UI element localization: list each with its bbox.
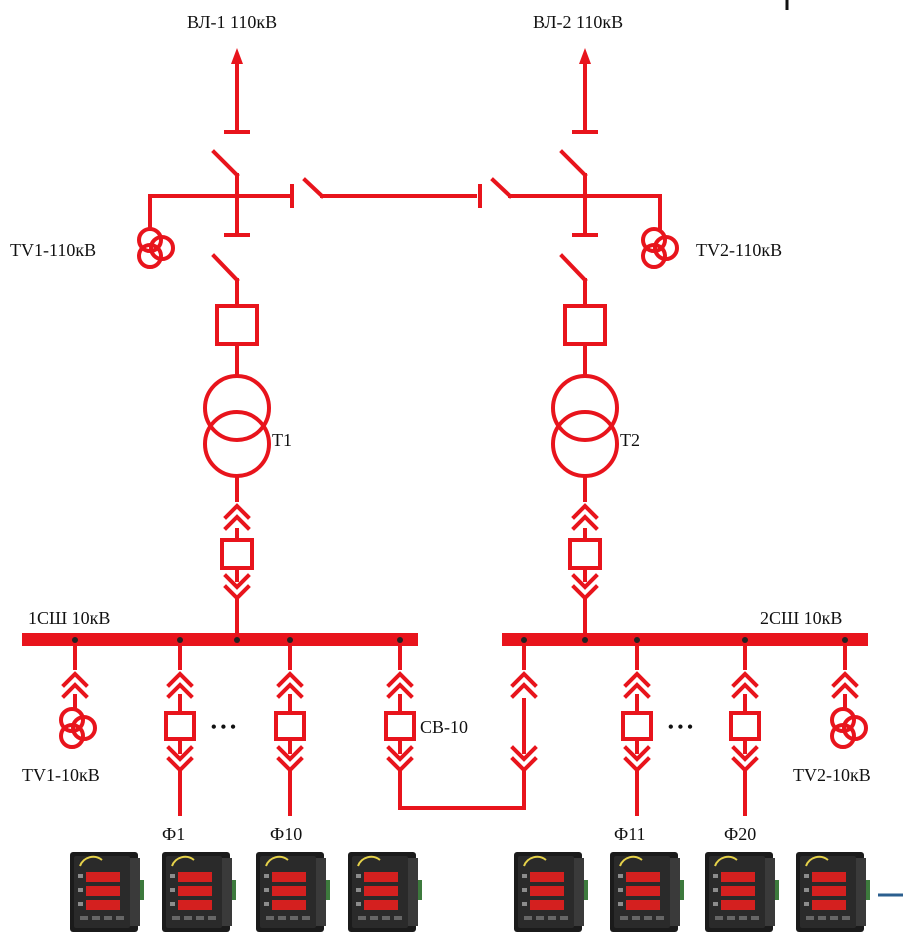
ellipsis-right: • • • bbox=[668, 719, 693, 736]
label-f10: Ф10 bbox=[270, 824, 302, 844]
meter-6 bbox=[609, 851, 685, 932]
feeder-f1 bbox=[164, 644, 196, 816]
label-vl1: ВЛ-1 110кВ bbox=[187, 12, 277, 32]
feed-t1 bbox=[203, 233, 271, 638]
busbar-1 bbox=[22, 633, 418, 646]
sectional-breaker-sv10 bbox=[384, 644, 537, 810]
label-sv10: СВ-10 bbox=[420, 717, 468, 737]
label-tv2-10: TV2-10кВ bbox=[793, 765, 871, 785]
meter-2 bbox=[161, 851, 237, 932]
meter-1 bbox=[69, 851, 145, 932]
disconnector-vl1 bbox=[211, 149, 240, 237]
line-vl1 bbox=[224, 48, 250, 134]
busbar-2 bbox=[502, 633, 868, 646]
label-f1: Ф1 bbox=[162, 824, 185, 844]
disconnector-vl2 bbox=[559, 149, 588, 237]
label-tv1-110: TV1-110кВ bbox=[10, 240, 96, 260]
feeder-f11 bbox=[621, 644, 653, 816]
vt-tv2-110 bbox=[641, 194, 679, 269]
vt-tv2-10 bbox=[830, 644, 868, 749]
meter-8 bbox=[795, 851, 871, 932]
label-vl2: ВЛ-2 110кВ bbox=[533, 12, 623, 32]
vt-tv1-10 bbox=[59, 644, 97, 749]
feeder-f20 bbox=[729, 644, 761, 816]
label-bus2: 2СШ 10кВ bbox=[760, 608, 842, 628]
line-vl2 bbox=[572, 48, 598, 134]
label-t2: T2 bbox=[620, 430, 640, 450]
label-bus1: 1СШ 10кВ bbox=[28, 608, 110, 628]
feed-t2 bbox=[551, 233, 619, 638]
label-f11: Ф11 bbox=[614, 824, 646, 844]
ellipsis-left: • • • bbox=[211, 719, 236, 736]
vt-tv1-110 bbox=[137, 194, 175, 269]
meter-5 bbox=[513, 851, 589, 932]
bridge-110 bbox=[148, 177, 662, 208]
label-tv1-10: TV1-10кВ bbox=[22, 765, 100, 785]
label-t1: T1 bbox=[272, 430, 292, 450]
meter-7 bbox=[704, 851, 780, 932]
label-tv2-110: TV2-110кВ bbox=[696, 240, 782, 260]
meter-devices bbox=[69, 851, 871, 932]
feeder-f10 bbox=[274, 644, 306, 816]
meter-3 bbox=[255, 851, 331, 932]
meter-4 bbox=[347, 851, 423, 932]
label-f20: Ф20 bbox=[724, 824, 756, 844]
